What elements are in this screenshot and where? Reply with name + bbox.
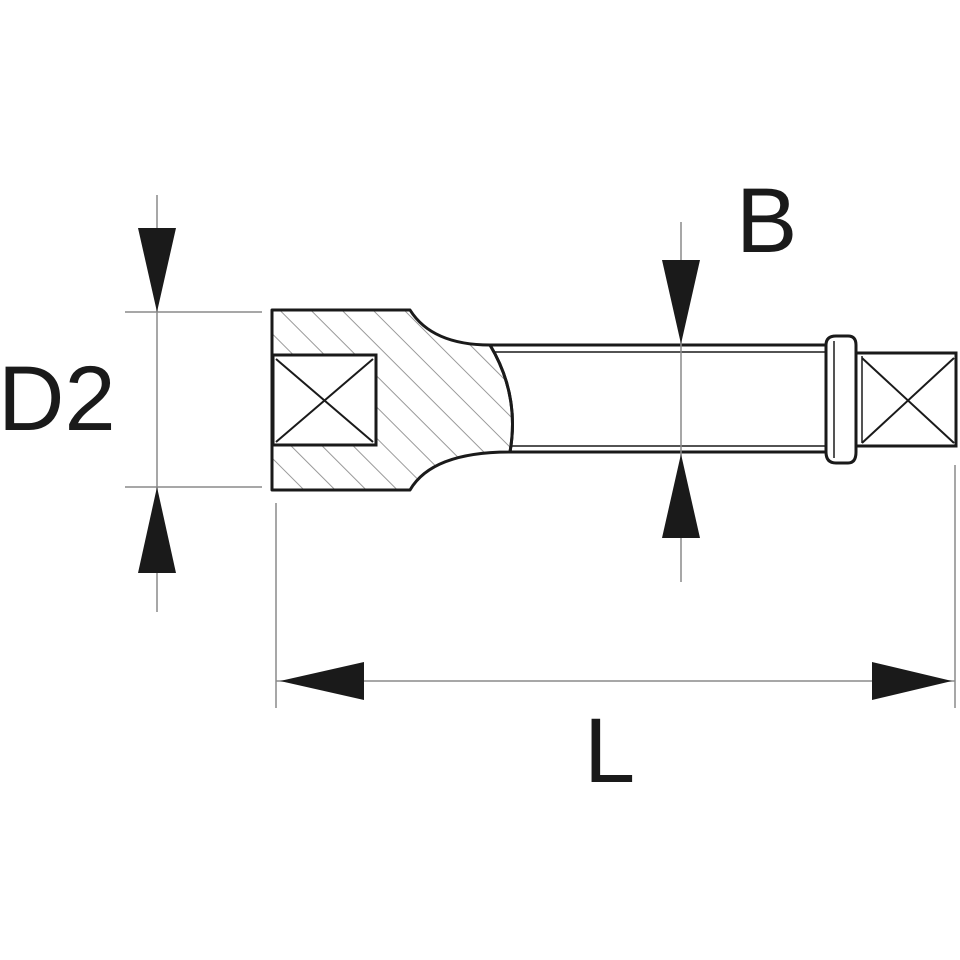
shaft [488, 343, 833, 454]
b-label: B [736, 170, 797, 272]
d2-arrow-up [138, 487, 176, 573]
b-arrow-up [662, 454, 700, 538]
extension-body [270, 308, 958, 492]
b-arrow-down [662, 260, 700, 344]
square-drive [854, 351, 958, 448]
dimension-l: L [275, 465, 956, 802]
l-arrow-right [872, 662, 952, 700]
square-recess [271, 353, 378, 447]
d2-label: D2 [0, 348, 116, 450]
dimension-b: B [662, 170, 797, 582]
collar-ring [824, 334, 858, 465]
l-label: L [584, 700, 635, 802]
l-arrow-left [280, 662, 364, 700]
dimension-d2: D2 [0, 195, 262, 612]
d2-arrow-down [138, 228, 176, 312]
